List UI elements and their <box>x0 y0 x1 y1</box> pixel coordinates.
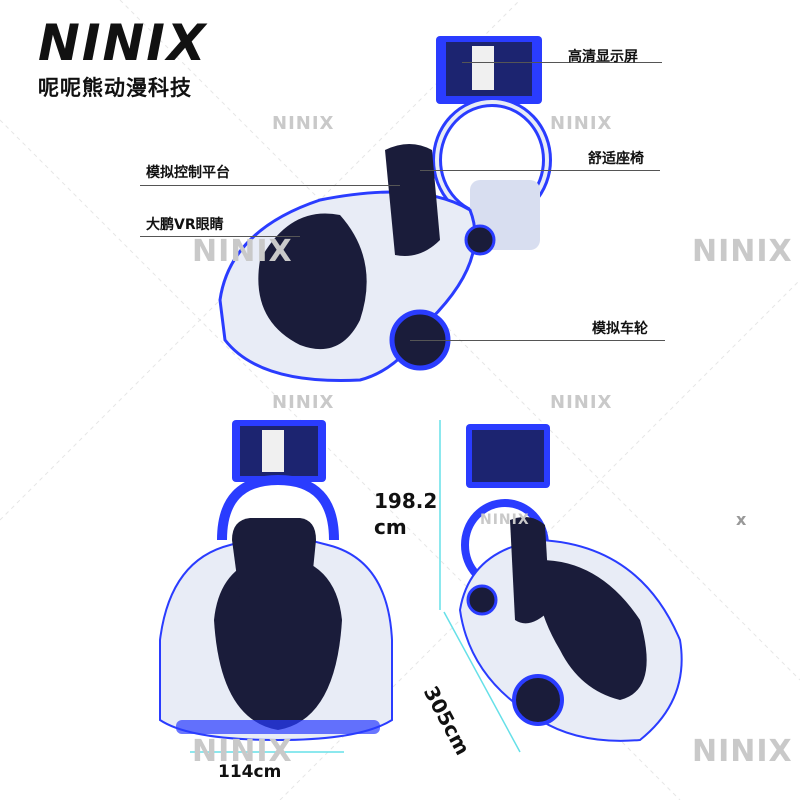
watermark-1: NINIX <box>272 113 335 134</box>
callout-line-wheel <box>410 340 665 341</box>
watermark-7: NINIX <box>480 512 530 528</box>
callout-control-platform: 模拟控制平台 <box>146 165 230 181</box>
callout-line-seat <box>420 170 660 171</box>
watermark-5: NINIX <box>272 392 335 413</box>
side-view-image <box>458 424 683 742</box>
dimension-width: 114cm <box>218 762 282 782</box>
brand-logo-text: NINIX <box>38 14 208 72</box>
watermark-4: NINIX <box>692 234 793 269</box>
brand-logo: NINIX 呢呢熊动漫科技 <box>38 18 238 102</box>
watermark-2: NINIX <box>550 113 613 134</box>
watermark-6: NINIX <box>550 392 613 413</box>
callout-seat: 舒适座椅 <box>588 151 644 167</box>
callout-vr-glasses: 大鹏VR眼睛 <box>146 217 224 233</box>
callout-line-control <box>140 185 400 186</box>
front-view-image <box>159 420 393 742</box>
brand-subtitle: 呢呢熊动漫科技 <box>38 76 192 100</box>
watermark-8: NINIX <box>192 734 293 769</box>
callout-screen: 高清显示屏 <box>568 49 638 65</box>
main-vehicle-image <box>218 36 552 382</box>
watermark-3: NINIX <box>192 234 293 269</box>
callout-line-vr <box>140 236 300 237</box>
callout-line-screen <box>462 62 662 63</box>
dimension-height: 198.2 cm <box>374 489 438 539</box>
watermark-9: NINIX <box>692 734 793 769</box>
callout-wheel: 模拟车轮 <box>592 321 648 337</box>
watermark-x-mark: x <box>736 510 748 529</box>
